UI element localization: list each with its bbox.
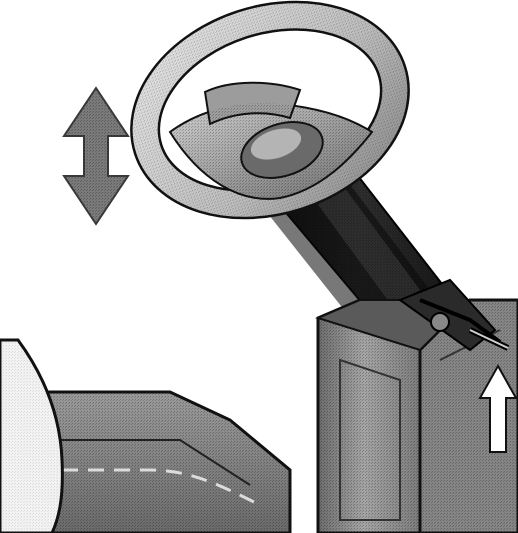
seat-edge [0,340,62,533]
up-down-adjustment-arrow-icon [64,88,128,224]
